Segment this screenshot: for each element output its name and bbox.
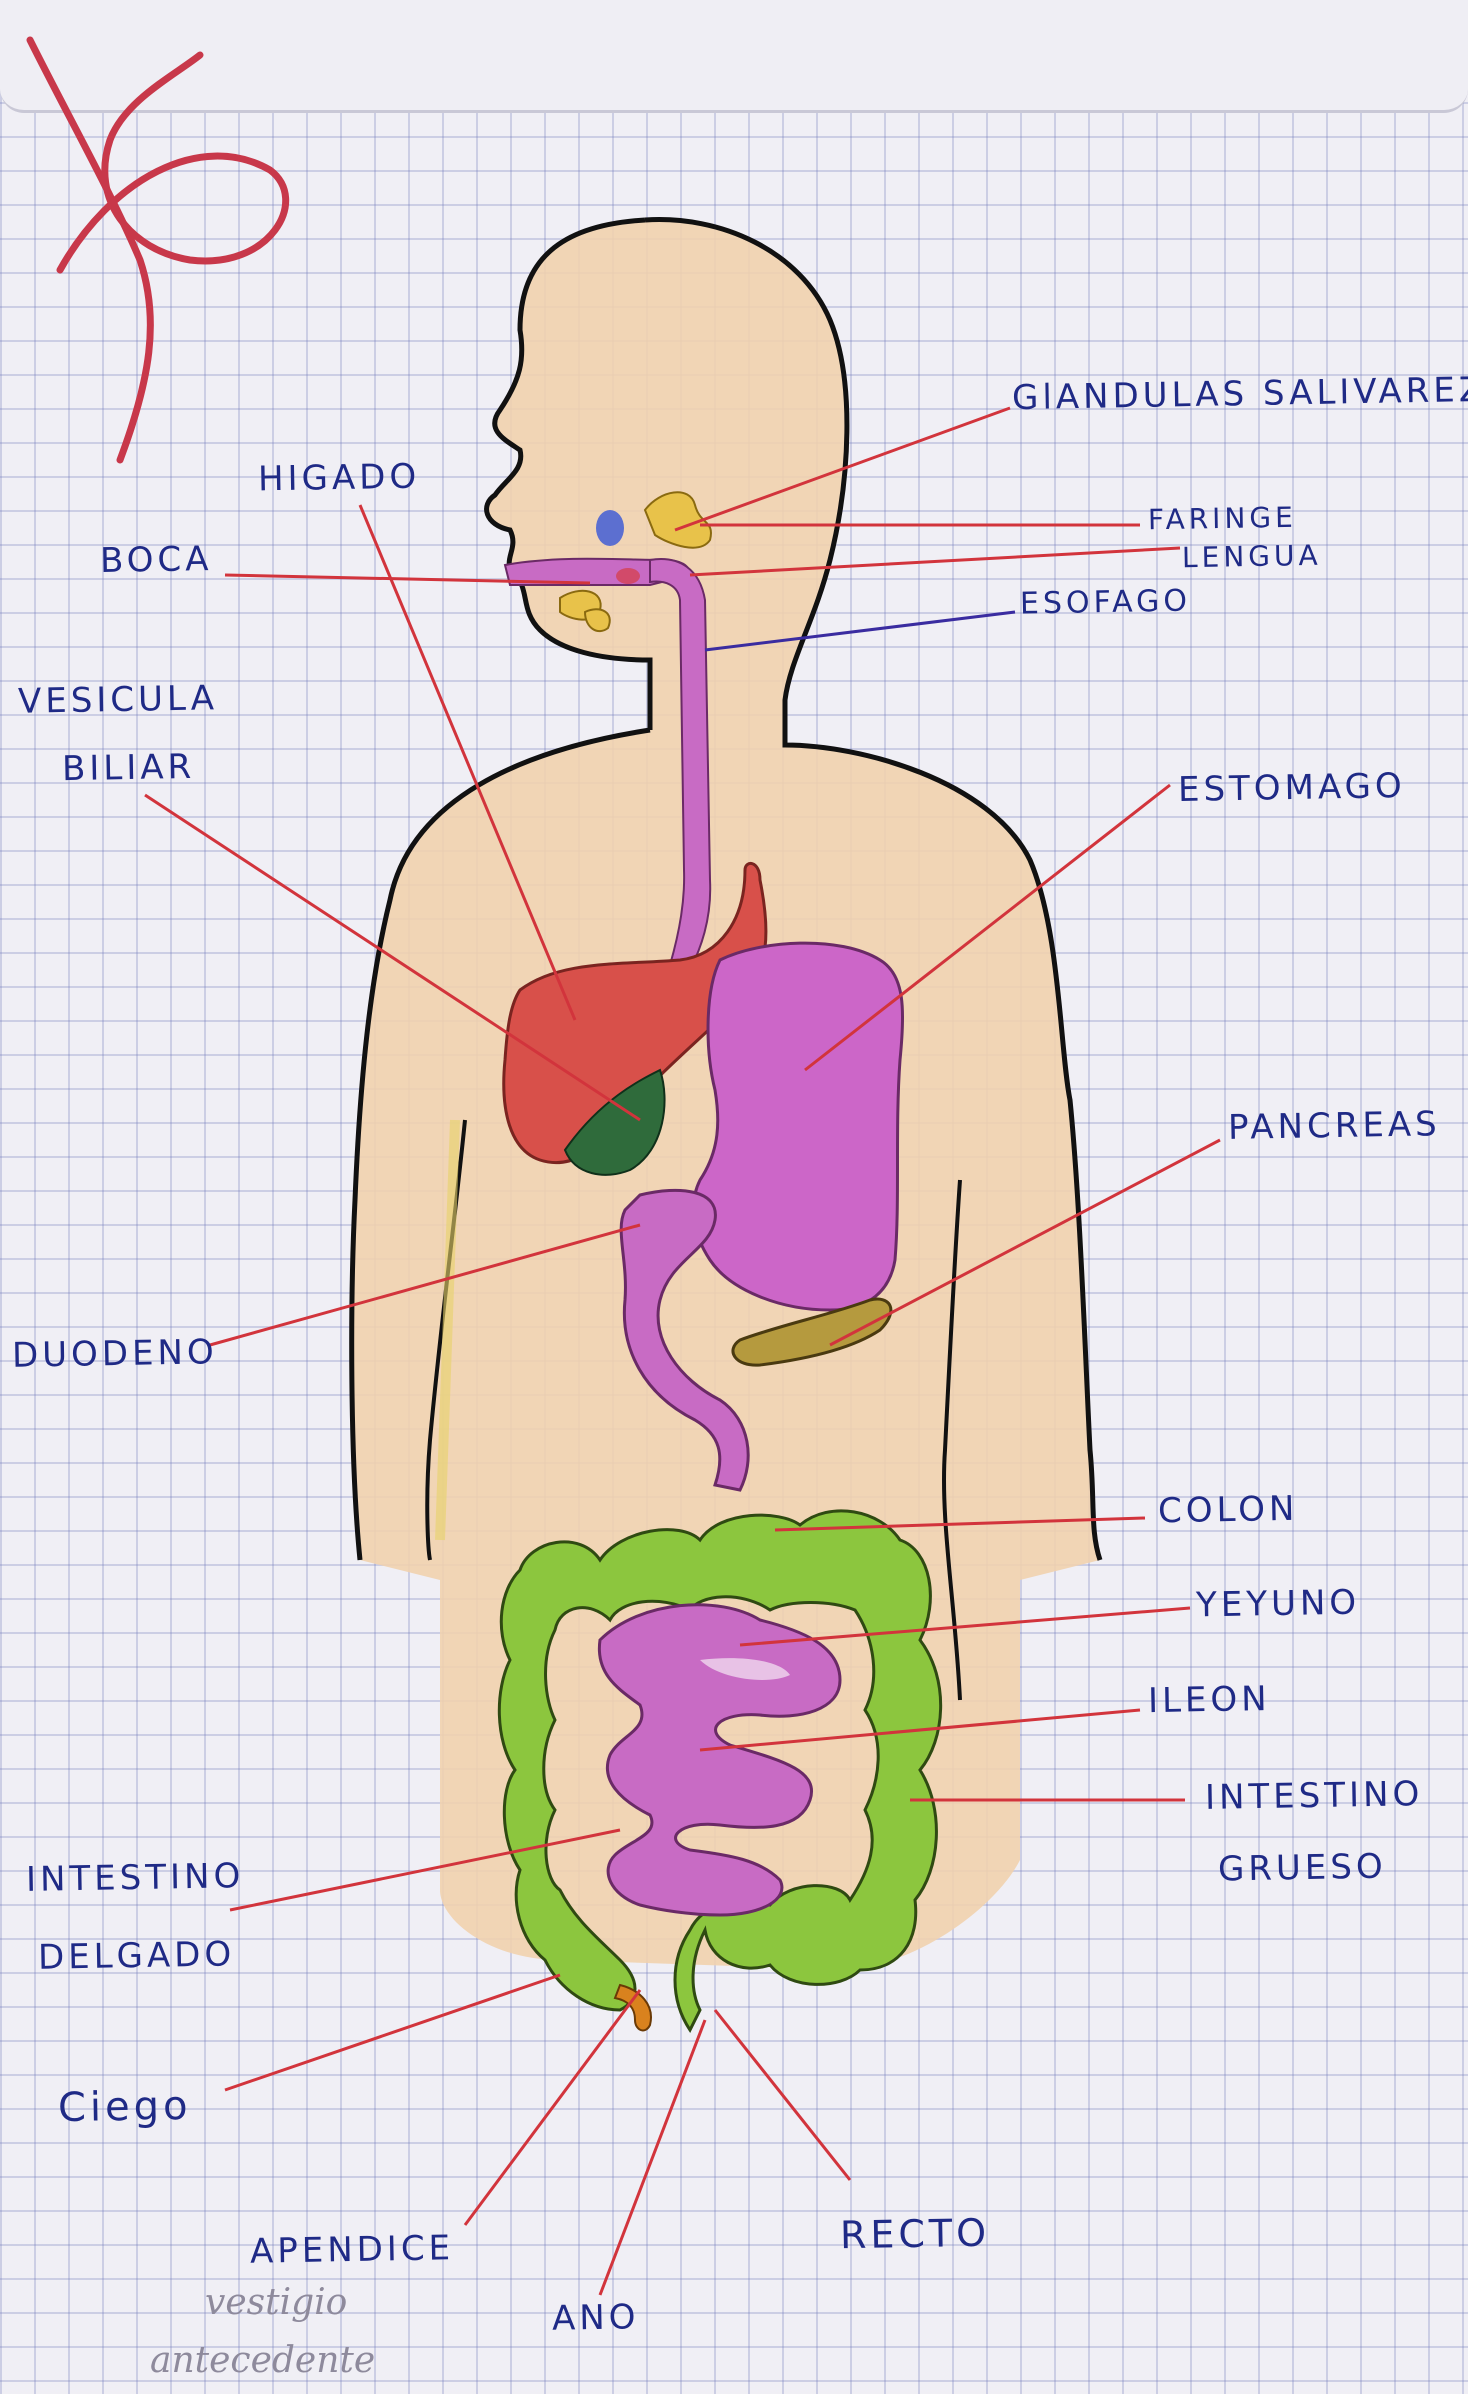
label-vesicula: VESICULA (18, 678, 219, 721)
label-biliar: BILIAR (62, 747, 196, 789)
label-ano: ANO (552, 2297, 640, 2339)
label-glandulas-salivarez: GlANDULAS SALIVAREZ (1012, 370, 1468, 418)
label-estomago: ESTOMAGO (1178, 766, 1406, 810)
label-intestino-delgado-2: DELGADO (38, 1934, 236, 1977)
label-higado: HIGADO (258, 457, 421, 500)
label-intestino-grueso-2: GRUESO (1218, 1847, 1387, 1890)
stomach (693, 943, 902, 1310)
label-faringe: FARINGE (1148, 501, 1297, 537)
note-vestigio: vestigio (205, 2282, 347, 2323)
label-lengua: LENGUA (1182, 539, 1322, 574)
label-intestino-grueso-1: INTESTINO (1205, 1774, 1424, 1818)
teacher-check-mark (30, 40, 286, 460)
label-duodeno: DUODENO (12, 1332, 218, 1376)
label-ciego: Ciego (58, 2083, 192, 2131)
label-boca: BOCA (100, 539, 213, 581)
label-apendice: APENDICE (250, 2228, 455, 2272)
label-intestino-delgado-1: INTESTINO (26, 1856, 245, 1900)
label-esofago: ESOFAGO (1020, 584, 1192, 622)
label-pancreas: PANCREAS (1228, 1104, 1441, 1148)
label-recto: RECTO (840, 2211, 991, 2258)
label-ileon: ILEON (1148, 1679, 1271, 1721)
label-colon: COLON (1158, 1489, 1299, 1531)
note-antecedente: antecedente (150, 2340, 375, 2381)
label-yeyuno: YEYUNO (1196, 1583, 1361, 1626)
